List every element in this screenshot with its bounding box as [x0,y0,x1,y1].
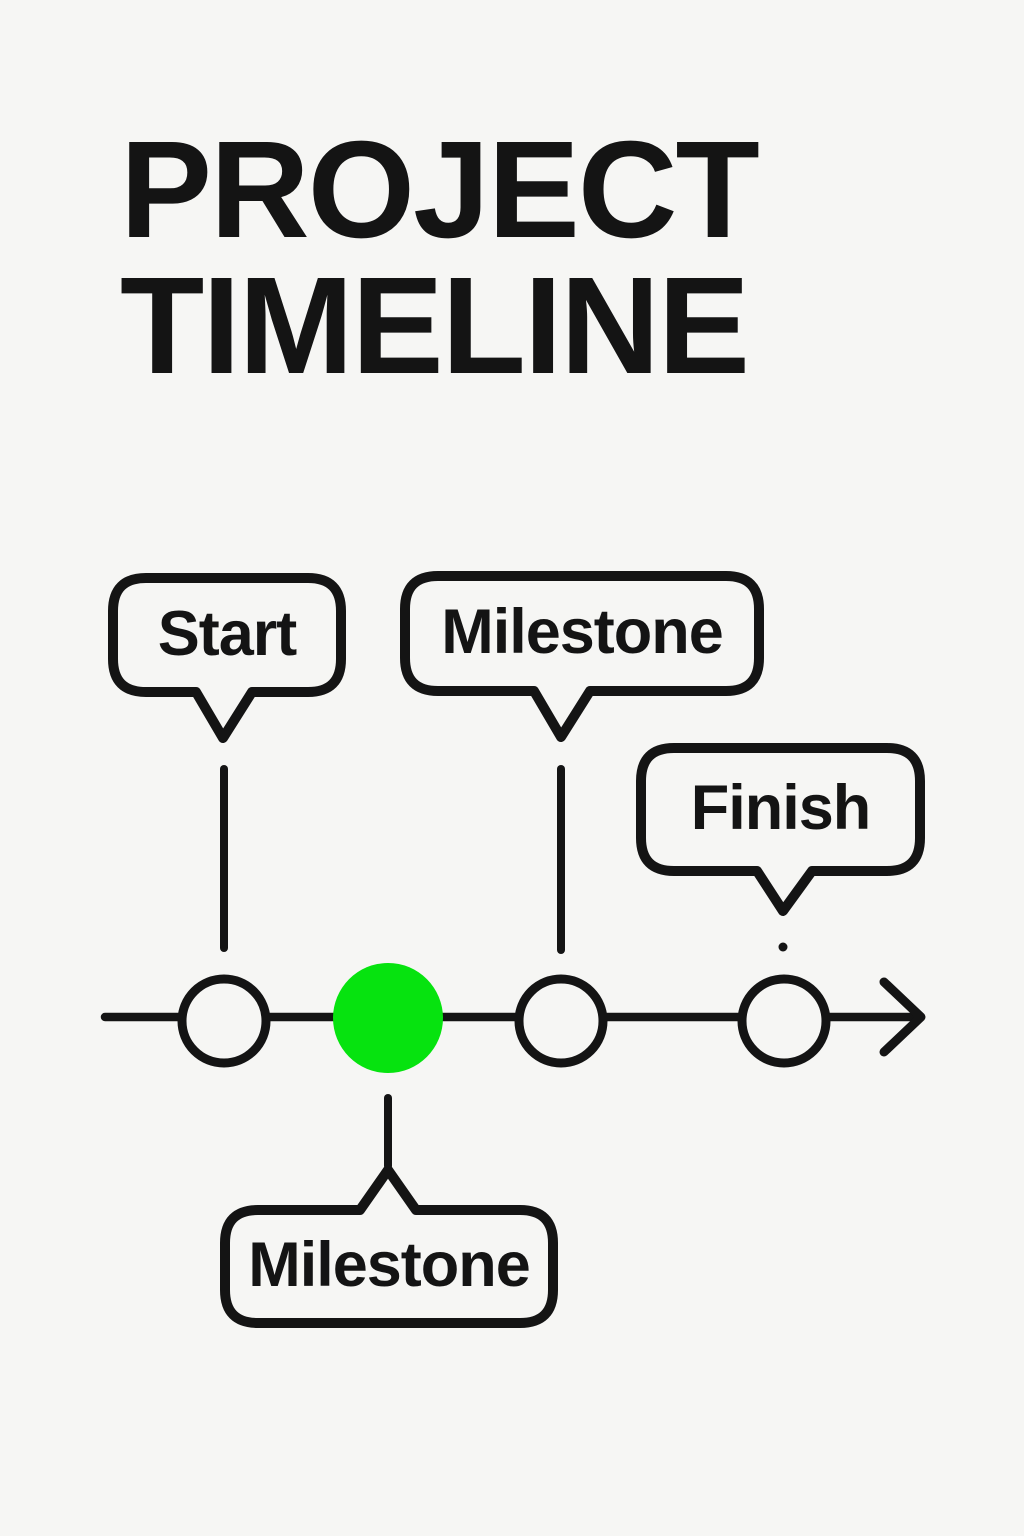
node-milestone-circle [514,974,608,1068]
start-bubble-label: Start [157,598,298,669]
milestone-top-bubble-label: Milestone [441,597,724,667]
node-milestone-filled-circle [333,963,443,1073]
page-title-line1: PROJECT [120,113,760,267]
arrowhead-icon [879,977,926,1057]
finish-bubble-label: Finish [690,773,872,843]
start-bubble [108,573,346,743]
finish-bubble [636,743,925,916]
page-title: PROJECT TIMELINE [120,113,760,403]
node-start-circle [177,974,271,1068]
milestone-bottom-bubble-label: Milestone [248,1230,531,1300]
milestone-top-bubble [400,571,764,742]
page-title-line2: TIMELINE [120,249,750,403]
node-finish-circle [737,974,831,1068]
connector-finish-dot [778,942,788,952]
milestone-bottom-bubble [220,1165,558,1328]
